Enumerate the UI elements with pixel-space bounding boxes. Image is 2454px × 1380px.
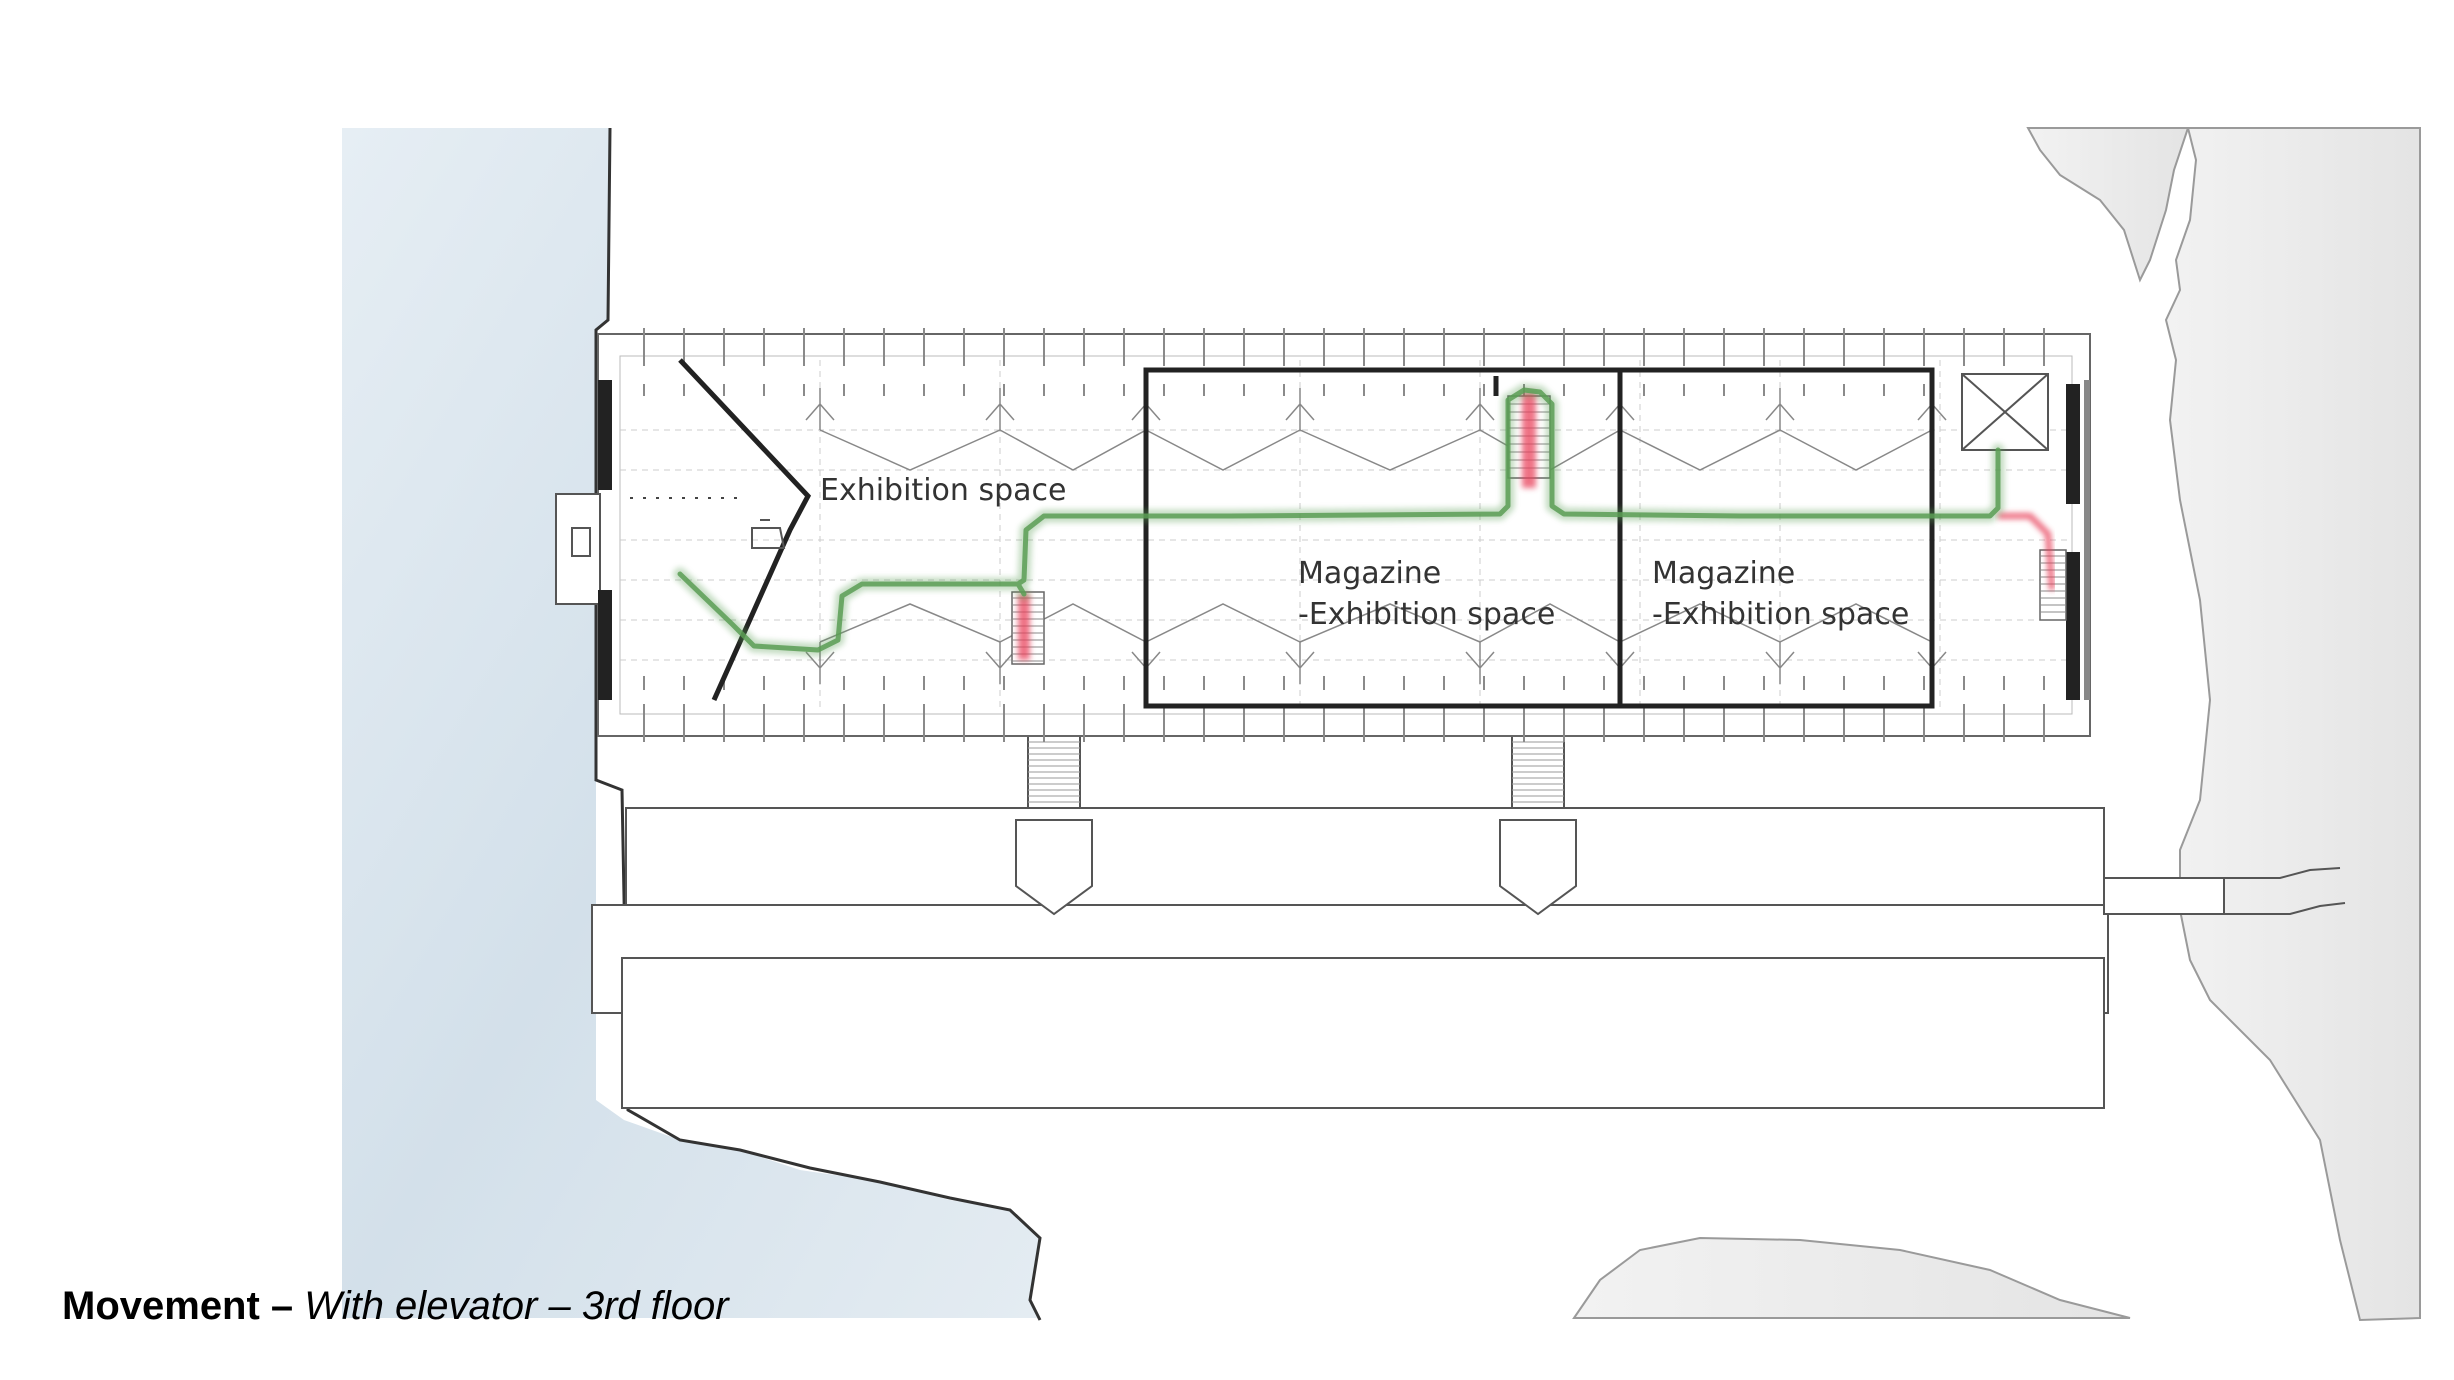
brace-arrow (1465, 388, 1495, 430)
ramp-east (1499, 735, 1577, 916)
brace-diagonal (1145, 429, 1301, 643)
label-exhibition-space: Exhibition space (820, 473, 1066, 508)
stair-treads (1012, 403, 2066, 662)
building-inner-outline (619, 355, 2073, 715)
label-magazine-b: Magazine (1652, 556, 1795, 591)
brace-arrow (985, 642, 1015, 684)
label-magazine-b-sub: -Exhibition space (1652, 597, 1909, 632)
quay (591, 807, 2346, 1109)
stair-highlight-east (1998, 513, 2055, 591)
brace-arrow (1465, 642, 1495, 684)
caption-dash: – (259, 1284, 305, 1328)
brace-arrow (1765, 388, 1795, 430)
end-walls (598, 380, 2090, 700)
water-area (342, 128, 1040, 1318)
building-outline (597, 333, 2091, 737)
west-entrance (555, 493, 740, 605)
stair-highlights (1018, 392, 1536, 660)
caption-subtitle: With elevator – 3rd floor (304, 1284, 729, 1328)
elevator-icon (1961, 373, 2049, 451)
brace-diagonal (1779, 429, 1933, 643)
ground-area-east (2164, 127, 2421, 1322)
exterior-stairs (1028, 741, 1564, 803)
caption-title: Movement (62, 1284, 260, 1328)
column-grid (643, 328, 2045, 742)
ground-area-north (2026, 127, 2190, 283)
brace-arrow (805, 388, 835, 430)
brace-arrow (1765, 642, 1795, 684)
brace-arrow (985, 388, 1015, 430)
label-magazine-a: Magazine (1298, 556, 1441, 591)
brace-arrow (1285, 642, 1315, 684)
brace-diagonal (1619, 429, 1781, 643)
exhibition-ramp (751, 519, 786, 549)
shoreline (594, 127, 1042, 1321)
brace-arrow (1285, 388, 1315, 430)
figure-caption: Movement – With elevator – 3rd floor (62, 1284, 729, 1329)
brace-diagonal (1299, 429, 1481, 643)
exhibition-partition (678, 358, 812, 702)
ramp-west (1015, 735, 1093, 916)
brace-diagonal (819, 429, 1001, 643)
movement-route (673, 383, 2005, 657)
ground-area-south (1572, 1236, 2131, 1319)
label-magazine-a-sub: -Exhibition space (1298, 597, 1555, 632)
magazine-walls (1143, 367, 1935, 709)
